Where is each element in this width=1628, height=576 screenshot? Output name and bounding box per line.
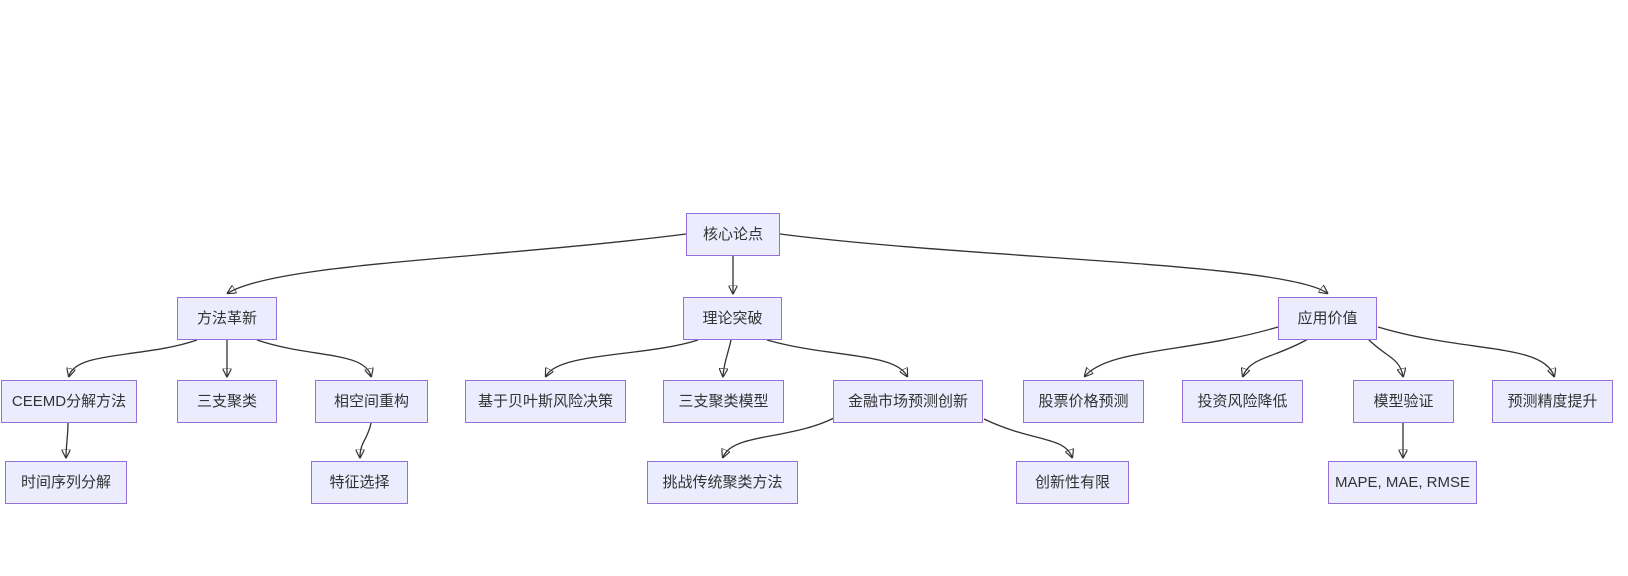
node-core-argument: 核心论点 — [686, 213, 780, 256]
node-challenge-traditional-clustering: 挑战传统聚类方法 — [647, 461, 798, 504]
node-three-way-clustering: 三支聚类 — [177, 380, 277, 423]
node-time-series-decomposition: 时间序列分解 — [5, 461, 127, 504]
edge-core-to-application — [779, 233, 1327, 293]
node-model-validation: 模型验证 — [1353, 380, 1454, 423]
edge-application-to-modelvalid — [1367, 338, 1403, 376]
node-method-innovation: 方法革新 — [177, 297, 277, 340]
edge-finmarket-to-limitedinnov — [983, 418, 1072, 457]
node-stock-price-prediction: 股票价格预测 — [1023, 380, 1144, 423]
edge-theory-to-bayes — [546, 339, 699, 376]
node-phase-space-reconstruction: 相空间重构 — [315, 380, 428, 423]
node-bayesian-risk-decision: 基于贝叶斯风险决策 — [465, 380, 626, 423]
node-feature-selection: 特征选择 — [311, 461, 408, 504]
edge-application-to-stock — [1085, 326, 1279, 376]
node-application-value: 应用价值 — [1278, 297, 1377, 340]
node-limited-innovation: 创新性有限 — [1016, 461, 1129, 504]
node-theory-breakthrough: 理论突破 — [683, 297, 782, 340]
node-financial-market-prediction-innovation: 金融市场预测创新 — [833, 380, 983, 423]
edge-application-to-investrisk — [1243, 338, 1309, 376]
node-three-way-clustering-model: 三支聚类模型 — [663, 380, 784, 423]
edge-method-to-ceemd — [69, 339, 198, 376]
edge-phasespace-to-featuresel — [360, 422, 372, 457]
edge-core-to-method — [228, 233, 687, 293]
edge-method-to-phasespace — [256, 339, 371, 376]
edge-application-to-precision — [1377, 326, 1554, 376]
edge-theory-to-twcmodel — [723, 339, 732, 376]
node-investment-risk-reduction: 投资风险降低 — [1182, 380, 1303, 423]
node-evaluation-metrics: MAPE, MAE, RMSE — [1328, 461, 1477, 504]
node-prediction-precision-improvement: 预测精度提升 — [1492, 380, 1613, 423]
node-ceemd-decomposition: CEEMD分解方法 — [1, 380, 137, 423]
edge-finmarket-to-challenge — [723, 417, 835, 457]
edge-theory-to-finmarket — [766, 339, 907, 376]
edge-ceemd-to-tsdecomp — [66, 422, 68, 457]
